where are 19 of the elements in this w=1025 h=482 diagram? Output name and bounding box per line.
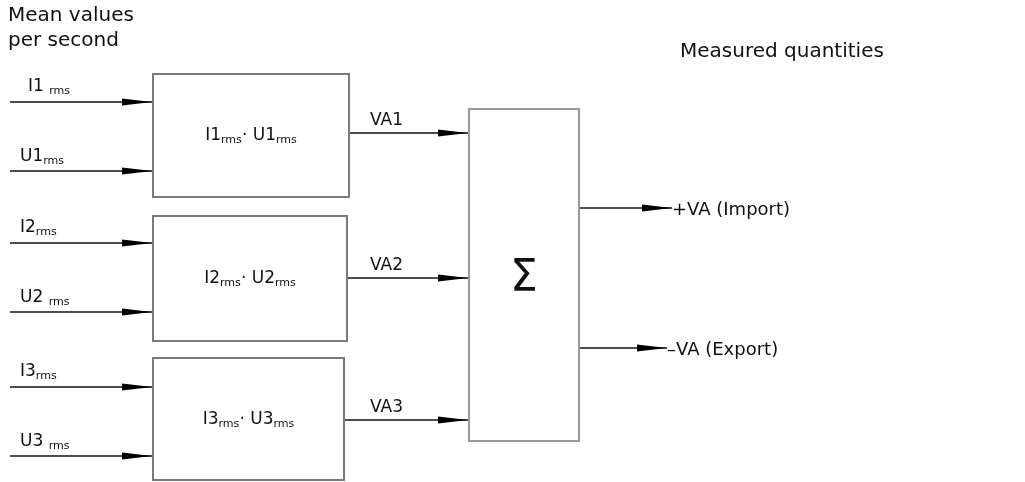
arrow [9, 452, 153, 460]
heading-text: Mean values per second [8, 2, 135, 52]
arrow [9, 239, 153, 247]
multiplier-block: I3$_{rms}$· U3$_{rms}$ [152, 357, 345, 481]
arrow [579, 344, 668, 352]
quantity-label: –VA (Export) [667, 336, 779, 360]
arrow [344, 416, 469, 424]
arrow [9, 383, 153, 391]
multiplier-block: I2$_{rms}$· U2$_{rms}$ [152, 215, 348, 342]
arrow [579, 204, 673, 212]
heading-text: Measured quantities [680, 38, 885, 63]
quantity-label: +VA (Import) [672, 196, 791, 220]
multiplier-block: I1$_{rms}$· U1$_{rms}$ [152, 73, 350, 198]
arrow [347, 274, 469, 282]
arrow [9, 308, 153, 316]
summation-block: Σ [468, 108, 580, 442]
arrow [9, 98, 153, 106]
arrow [9, 167, 153, 175]
arrow [349, 129, 469, 137]
